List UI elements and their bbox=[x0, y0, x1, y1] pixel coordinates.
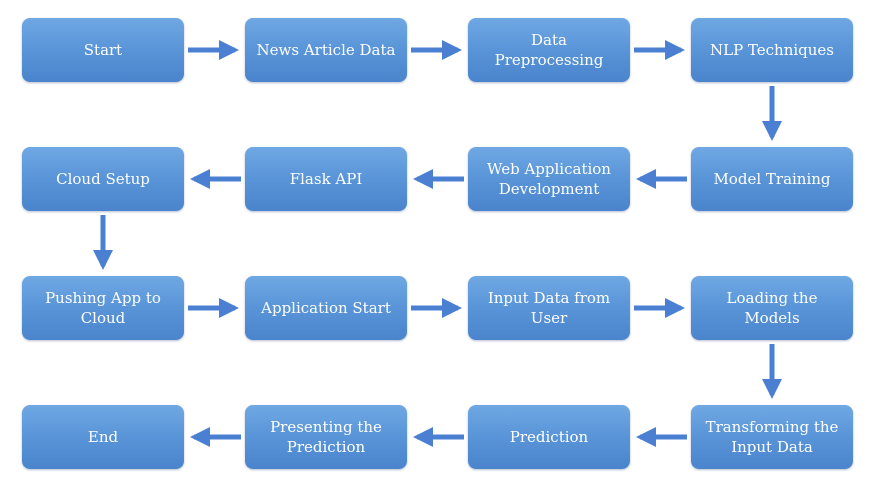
node-label: News Article Data bbox=[256, 41, 396, 59]
node-label: Input Data from User bbox=[487, 289, 611, 327]
node-label: Pushing App to Cloud bbox=[45, 289, 161, 327]
node-loading-the-models: Loading the Models bbox=[691, 276, 853, 340]
node-web-application-development: Web Application Development bbox=[468, 147, 630, 211]
node-label: Web Application Development bbox=[487, 160, 611, 198]
node-cloud-setup: Cloud Setup bbox=[22, 147, 184, 211]
node-input-data-from-user: Input Data from User bbox=[468, 276, 630, 340]
node-prediction: Prediction bbox=[468, 405, 630, 469]
node-start: Start bbox=[22, 18, 184, 82]
node-label: Data Preprocessing bbox=[494, 31, 604, 69]
node-label: NLP Techniques bbox=[709, 41, 835, 59]
node-presenting-the-prediction: Presenting the Prediction bbox=[245, 405, 407, 469]
node-pushing-app-to-cloud: Pushing App to Cloud bbox=[22, 276, 184, 340]
node-data-preprocessing: Data Preprocessing bbox=[468, 18, 630, 82]
node-label: Flask API bbox=[289, 170, 363, 188]
node-label: Prediction bbox=[509, 428, 589, 446]
node-label: Application Start bbox=[261, 299, 391, 317]
node-label: Transforming the Input Data bbox=[705, 418, 839, 456]
node-end: End bbox=[22, 405, 184, 469]
node-model-training: Model Training bbox=[691, 147, 853, 211]
node-label: End bbox=[87, 428, 119, 446]
node-label: Start bbox=[83, 41, 123, 59]
node-nlp-techniques: NLP Techniques bbox=[691, 18, 853, 82]
node-label: Model Training bbox=[713, 170, 831, 188]
node-application-start: Application Start bbox=[245, 276, 407, 340]
node-news-article-data: News Article Data bbox=[245, 18, 407, 82]
node-label: Loading the Models bbox=[726, 289, 818, 327]
node-label: Cloud Setup bbox=[56, 170, 150, 188]
node-flask-api: Flask API bbox=[245, 147, 407, 211]
node-label: Presenting the Prediction bbox=[270, 418, 382, 456]
node-transforming-the-input-data: Transforming the Input Data bbox=[691, 405, 853, 469]
